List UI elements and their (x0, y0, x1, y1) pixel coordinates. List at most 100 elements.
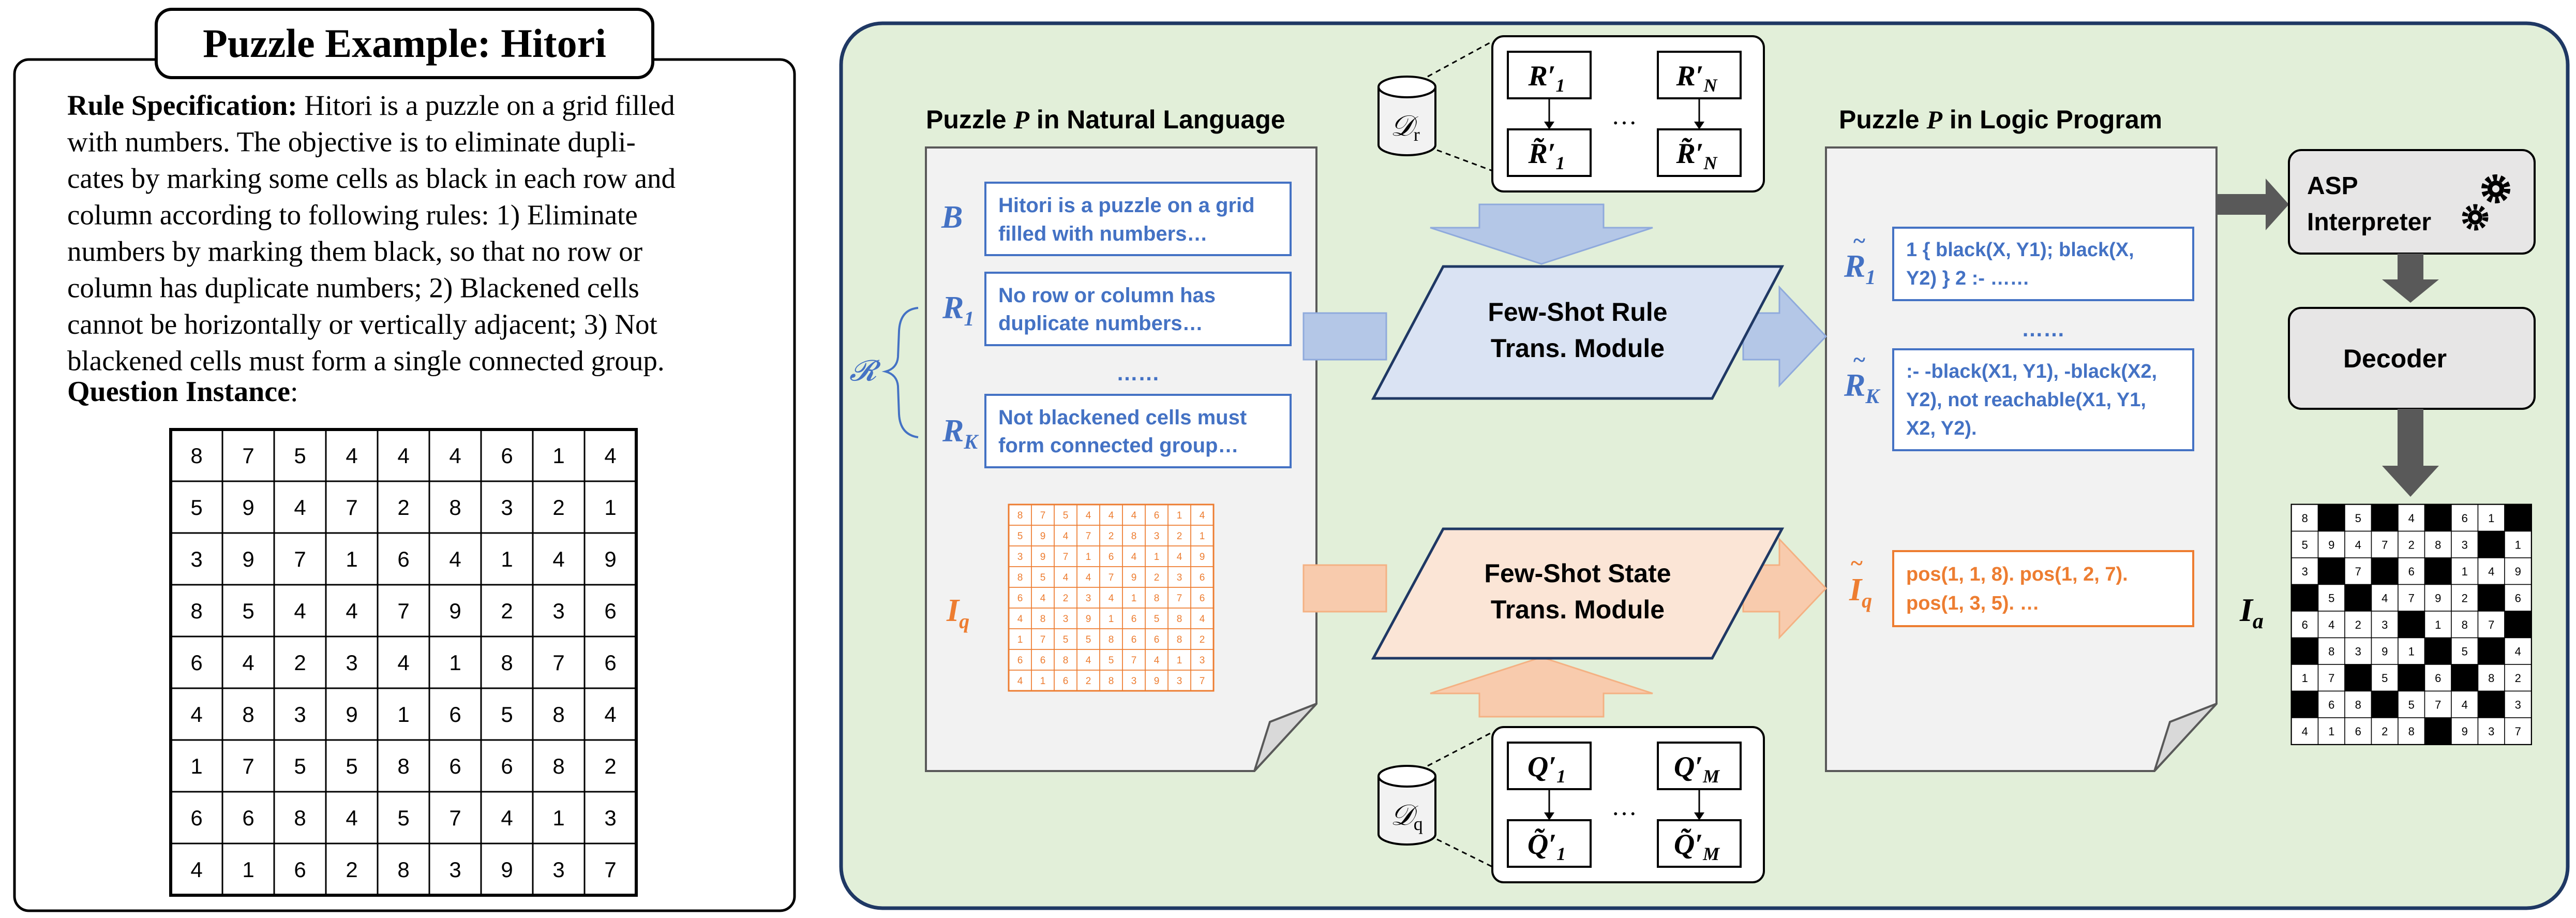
solution-cell (2344, 504, 2372, 532)
mini-grid-value: 6 (1131, 634, 1137, 645)
mini-grid-value: 8 (1177, 614, 1182, 625)
solution-cell (2398, 584, 2425, 612)
mini-grid-value: 7 (1109, 572, 1114, 583)
mini-grid-value: 1 (1131, 593, 1137, 604)
solution-cell-value: 7 (2515, 725, 2521, 738)
solution-black-cell (2317, 504, 2345, 532)
rule-trans-module (1371, 265, 1785, 400)
grid-cell-value: 7 (449, 806, 461, 830)
mini-grid-value: 3 (1200, 655, 1205, 666)
lp-title: Puzzle P in Logic Program (1839, 105, 2162, 134)
solution-black-cell (2424, 504, 2452, 532)
solution-cell-value: 1 (2488, 512, 2494, 525)
grid-cell-value: 3 (346, 650, 357, 675)
solution-cell (2451, 530, 2479, 558)
mini-grid-value: 4 (1131, 552, 1137, 562)
svg-text:Interpreter: Interpreter (2307, 209, 2431, 236)
solution-black-cell (2504, 504, 2532, 532)
grid-cell-value: 9 (501, 857, 513, 882)
mini-grid-value: 9 (1200, 552, 1205, 562)
mini-grid-value: 4 (1086, 510, 1091, 521)
solution-cell (2451, 717, 2479, 745)
grid-cell-value: 8 (397, 857, 409, 882)
solution-cell (2451, 611, 2479, 639)
mini-grid-value: 8 (1017, 510, 1023, 521)
solution-black-cell (2371, 690, 2399, 718)
mini-grid-value: 4 (1200, 510, 1205, 521)
solution-cell (2398, 530, 2425, 558)
grid-cell-value: 5 (242, 599, 254, 623)
mini-grid-value: 1 (1154, 552, 1160, 562)
grid-cell-value: 8 (190, 443, 202, 468)
grid-cell-value: 1 (397, 702, 409, 727)
solution-cell-value: 1 (2408, 645, 2415, 658)
asp-to-decoder-arrow (2382, 254, 2439, 303)
tilde-mark: ~ (1853, 228, 1865, 254)
svg-text:duplicate numbers…: duplicate numbers… (998, 312, 1203, 335)
svg-text:No row or column has: No row or column has (998, 284, 1216, 307)
nl-box-rule-k: Not blackened cells must form connected … (984, 394, 1292, 468)
grid-cell-value: 1 (242, 857, 254, 882)
panel-title: Puzzle Example: Hitori (203, 21, 606, 66)
grid-cell-value: 4 (449, 443, 461, 468)
symbol-Iq: Iq (946, 593, 969, 633)
solution-cell-value: 1 (2302, 672, 2308, 685)
solution-cell (2451, 584, 2479, 612)
grid-cell-value: 6 (604, 599, 616, 623)
mini-grid-value: 3 (1063, 614, 1069, 625)
solution-black-cell (2291, 637, 2319, 665)
solution-black-cell (2424, 557, 2452, 585)
solution-cell-value: 6 (2435, 672, 2441, 685)
svg-text:pos(1, 3, 5). …: pos(1, 3, 5). … (1906, 593, 2040, 614)
rule-text-line: column according to following rules: 1) … (67, 199, 638, 231)
database-icon (1377, 87, 1436, 156)
mini-grid-value: 4 (1017, 676, 1023, 687)
rule-text-line: blackened cells must form a single conne… (67, 345, 665, 377)
svg-text:Q̃′1: Q̃′1 (1527, 828, 1566, 864)
grid-cell-value: 4 (449, 547, 461, 571)
solution-cell-value: 2 (2515, 672, 2521, 685)
solution-cell-value: 6 (2515, 591, 2521, 604)
mini-grid-value: 8 (1063, 655, 1069, 666)
grid-cell-value: 7 (294, 547, 306, 571)
solution-cell-value: 2 (2382, 725, 2388, 738)
solution-black-cell (2398, 611, 2425, 639)
solution-cell-value: 5 (2302, 538, 2308, 551)
puzzle-example-panel: Puzzle Example: Hitori Rule Specificatio… (13, 8, 796, 912)
solution-cell-value: 7 (2435, 698, 2441, 711)
mini-grid-cell (1190, 670, 1214, 691)
grid-cell-value: 6 (449, 754, 461, 778)
symbol-RK: RK (942, 413, 979, 453)
mini-grid-value: 4 (1086, 655, 1091, 666)
mini-grid-value: 8 (1017, 572, 1023, 583)
grid-cell-value: 5 (294, 754, 306, 778)
solution-cell-value: 8 (2302, 512, 2308, 525)
svg-text:1 { black(X, Y1); black(X,: 1 { black(X, Y1); black(X, (1906, 239, 2134, 261)
solution-cell-value: 2 (2355, 618, 2361, 631)
solution-cell-value: 7 (2355, 565, 2361, 578)
gear-icon (2462, 204, 2489, 231)
solution-cell (2398, 637, 2425, 665)
mini-grid-value: 7 (1131, 655, 1137, 666)
solution-black-cell (2504, 611, 2532, 639)
mini-grid-value: 3 (1154, 531, 1160, 542)
grid-cell-value: 7 (552, 650, 564, 675)
mini-grid-value: 6 (1109, 552, 1114, 562)
rule-module-label-2: Trans. Module (1491, 334, 1665, 363)
solution-cell (2317, 717, 2345, 745)
mini-grid-value: 2 (1154, 572, 1160, 583)
svg-text:ASP: ASP (2307, 172, 2358, 200)
grid-cell-value: 6 (501, 754, 513, 778)
grid-cell-value: 4 (190, 857, 202, 882)
solution-cell-value: 9 (2515, 565, 2521, 578)
asp-interpreter-box: ASP Interpreter (2288, 149, 2536, 255)
solution-cell-value: 6 (2302, 618, 2308, 631)
lp-document-fold (2153, 703, 2218, 772)
decoder-box: Decoder (2288, 307, 2536, 410)
solution-cell-value: 1 (2328, 725, 2334, 738)
mini-grid-value: 1 (1040, 676, 1046, 687)
solution-cell-value: 1 (2435, 618, 2441, 631)
mini-grid-value: 1 (1086, 552, 1091, 562)
symbol-RK-tilde: RK (1844, 368, 1880, 408)
